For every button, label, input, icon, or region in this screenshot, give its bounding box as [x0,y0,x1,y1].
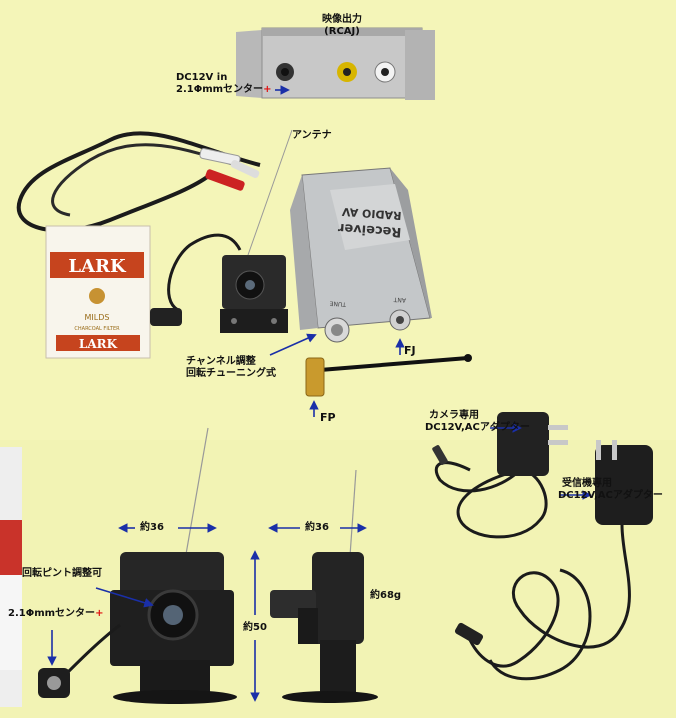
dc-in-voltage: DC12V in [176,72,228,83]
camera-front-large [38,427,237,704]
camera-side-large [270,469,378,703]
cig-brand-bottom: LARK [79,337,118,351]
width-front-label: 約36 [140,522,164,533]
dimension-arrows [47,85,592,702]
camera-dc-connector: 2.1Φmmセンター [8,608,96,619]
receiver-adapter-title: 受信機専用 [562,478,612,489]
channel-tuning-title: チャンネル調整 [186,356,256,367]
receiver-print-line2: Receiver [337,220,402,239]
camera-dc-label: 2.1Φmmセンター+ [8,608,103,620]
camera-adapter-spec: DC12V,ACアダプター [425,422,530,433]
width-side-label: 約36 [305,522,329,533]
receiver-adapter-label: 受信機専用 DC12V,ACアダプター [558,478,663,502]
channel-tuning-label: チャンネル調整 回転チューニング式 [186,356,276,380]
receiver-print-line1: RADIO AV [341,205,402,222]
left-edge-strip [0,447,22,707]
camera-small [150,129,293,333]
cig-subtext: CHARCOAL FILTER [74,326,120,332]
cigarette-pack [45,225,151,359]
dc-in-plus-mark: + [263,84,272,95]
receiver-print-tune: TUNE [329,299,347,307]
dc-in-connector: 2.1Φmmセンター [176,84,264,95]
fj-label: FJ [404,344,416,357]
receiver-adapter-spec: DC12V,ACアダプター [558,490,663,501]
cig-variant: MILDS [85,313,110,322]
rod-antenna [305,354,472,397]
video-output-type: (RCAJ) [324,26,360,37]
av-cable [16,131,261,233]
focus-label: 回転ピント調整可 [22,568,102,579]
camera-adapter-title: カメラ専用 [429,410,479,421]
ac-adapter-receiver [454,440,653,681]
dc-in-label: DC12V in 2.1Φmmセンター+ [176,72,271,96]
camera-adapter-label: カメラ専用 DC12V,ACアダプター [425,410,530,434]
video-output-label: 映像出力 (RCAJ) [306,14,378,38]
weight-label: 約68g [370,590,402,601]
video-output-title: 映像出力 [322,14,362,25]
height-label: 約50 [243,622,267,633]
receiver-unit [290,167,432,343]
cig-brand-top: LARK [68,256,127,277]
channel-tuning-detail: 回転チューニング式 [186,368,276,379]
camera-dc-plus-mark: + [95,608,104,619]
fp-label: FP [320,411,336,424]
receiver-print-ant: ANT [393,296,406,304]
antenna-label: アンテナ [292,130,332,141]
